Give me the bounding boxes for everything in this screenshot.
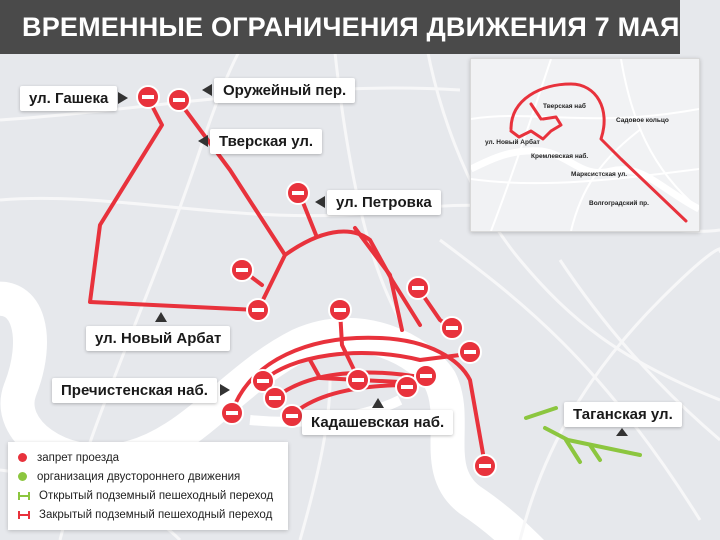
legend-text: запрет проезда <box>37 451 120 464</box>
no-entry-sign <box>280 404 304 428</box>
label-taganskaya: Таганская ул. <box>564 402 682 427</box>
pointer-triangle <box>315 196 325 208</box>
pointer-triangle <box>220 384 230 396</box>
legend-item: Закрытый подземный пешеходный переход <box>18 505 278 524</box>
label-gasheka: ул. Гашека <box>20 86 118 111</box>
pointer-triangle <box>372 398 384 408</box>
pointer-triangle <box>616 428 628 436</box>
label-oruzheiny: Оружейный пер. <box>214 78 356 103</box>
label-kadashevskaya: Кадашевская наб. <box>302 410 454 435</box>
legend-item: Открытый подземный пешеходный переход <box>18 486 278 505</box>
no-entry-sign <box>167 88 191 112</box>
two-way-routes <box>524 406 642 464</box>
legend-item: организация двустороннего движения <box>18 467 278 486</box>
no-entry-sign <box>346 368 370 392</box>
red-dot-icon <box>18 453 27 462</box>
inset-label-sadovoe: Садовое кольцо <box>616 117 669 124</box>
legend-text: Закрытый подземный пешеходный переход <box>39 508 273 521</box>
inset-map: Тверская наб Садовое кольцо ул. Новый Ар… <box>470 58 700 232</box>
label-prechistenskaya: Пречистенская наб. <box>52 378 217 403</box>
label-novy-arbat: ул. Новый Арбат <box>86 326 231 351</box>
no-entry-sign <box>263 386 287 410</box>
no-entry-sign <box>286 181 310 205</box>
no-entry-sign <box>246 298 270 322</box>
no-entry-sign <box>230 258 254 282</box>
no-entry-sign <box>414 364 438 388</box>
page-title: ВРЕМЕННЫЕ ОГРАНИЧЕНИЯ ДВИЖЕНИЯ 7 МАЯ <box>0 0 680 54</box>
no-entry-sign <box>406 276 430 300</box>
no-entry-sign <box>220 401 244 425</box>
no-entry-sign <box>328 298 352 322</box>
green-crossing-icon <box>18 491 30 501</box>
no-entry-sign <box>473 454 497 478</box>
pointer-triangle <box>202 84 212 96</box>
red-crossing-icon <box>18 510 30 520</box>
pointer-triangle <box>198 135 208 147</box>
no-entry-sign <box>251 369 275 393</box>
label-tverskaya: Тверская ул. <box>210 129 323 154</box>
legend-text: организация двустороннего движения <box>37 470 241 483</box>
green-dot-icon <box>18 472 27 481</box>
inset-label-volgogradsky: Волгоградский пр. <box>589 200 649 207</box>
legend-text: Открытый подземный пешеходный переход <box>39 489 274 502</box>
inset-basemap <box>471 59 699 231</box>
pointer-triangle <box>118 92 128 104</box>
inset-label-tverskaya: Тверская наб <box>543 103 586 110</box>
inset-label-novy-arbat: ул. Новый Арбат <box>485 139 540 146</box>
inset-label-kremlevskaya: Кремлевская наб. <box>531 153 589 160</box>
no-entry-sign <box>136 85 160 109</box>
legend-item: запрет проезда <box>18 448 278 467</box>
pointer-triangle <box>155 312 167 322</box>
no-entry-sign <box>440 316 464 340</box>
pointer-triangles <box>118 84 628 436</box>
legend: запрет проезда организация двустороннего… <box>8 442 288 530</box>
inset-label-marksistskaya: Марксистская ул. <box>571 171 628 178</box>
no-entry-signs <box>136 85 497 478</box>
label-petrovka: ул. Петровка <box>327 190 441 215</box>
no-entry-sign <box>458 340 482 364</box>
no-entry-sign <box>395 375 419 399</box>
